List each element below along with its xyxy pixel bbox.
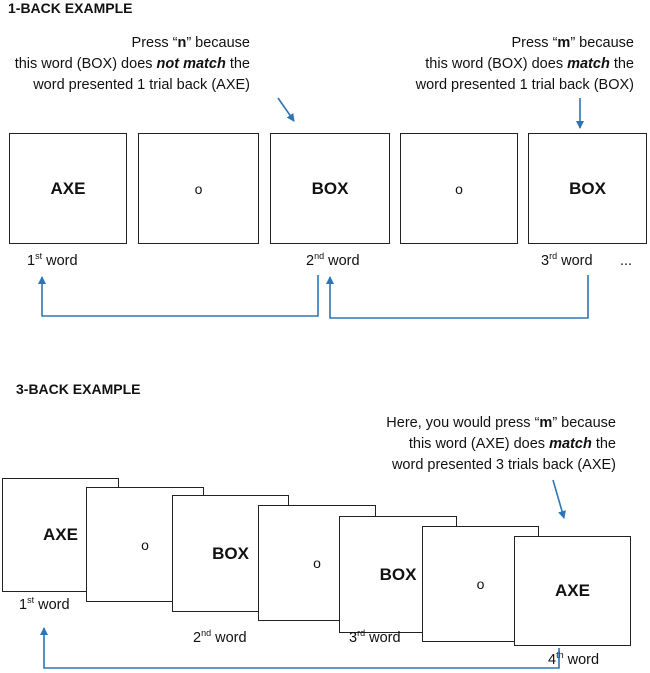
three-back-label-4: 4th word: [548, 650, 600, 669]
stimulus-word: BOX: [311, 178, 349, 198]
stimulus-word: AXE: [50, 178, 86, 198]
fixation-circle: o: [194, 180, 203, 197]
three-back-label-1: 1st word: [19, 595, 70, 614]
stimulus-word: BOX: [212, 543, 249, 563]
return-arrow-3rd-to-2nd: [326, 275, 589, 319]
stimulus-word: AXE: [555, 581, 590, 600]
return-arrow-4th-to-1st: [40, 627, 560, 669]
stimulus-word: BOX: [379, 564, 417, 584]
fixation-circle: o: [476, 576, 485, 592]
one-back-box-4: o: [400, 133, 518, 244]
one-back-label-2: 2nd word: [306, 251, 360, 270]
one-back-heading: 1-BACK EXAMPLE: [8, 0, 133, 16]
fixation-circle: o: [455, 180, 463, 197]
one-back-note-right: Press “m” because this word (BOX) does m…: [415, 35, 634, 93]
callout-arrow-1back-left: [277, 97, 295, 122]
callout-arrow-3back: [552, 479, 566, 519]
stimulus-word: AXE: [43, 525, 78, 544]
three-back-label-2: 2nd word: [193, 628, 247, 647]
one-back-label-1: 1st word: [27, 251, 78, 270]
one-back-note-left: Press “n” because this word (BOX) does n…: [14, 35, 250, 93]
one-back-box-3: BOX: [270, 133, 390, 244]
return-arrow-2nd-to-1st: [38, 275, 319, 317]
continuation-ellipsis: ...: [620, 253, 633, 269]
one-back-label-3: 3rd word: [541, 251, 593, 270]
three-back-note: Here, you would press “m” because this w…: [386, 415, 616, 473]
fixation-circle: o: [313, 555, 321, 571]
three-back-box-7: AXE: [514, 536, 631, 646]
one-back-box-2: o: [138, 133, 259, 244]
three-back-heading: 3-BACK EXAMPLE: [16, 381, 141, 397]
fixation-circle: o: [141, 536, 149, 553]
one-back-box-1: AXE: [9, 133, 127, 244]
stimulus-word: BOX: [569, 178, 606, 198]
one-back-box-5: BOX: [528, 133, 647, 244]
three-back-label-3: 3rd word: [349, 628, 401, 647]
